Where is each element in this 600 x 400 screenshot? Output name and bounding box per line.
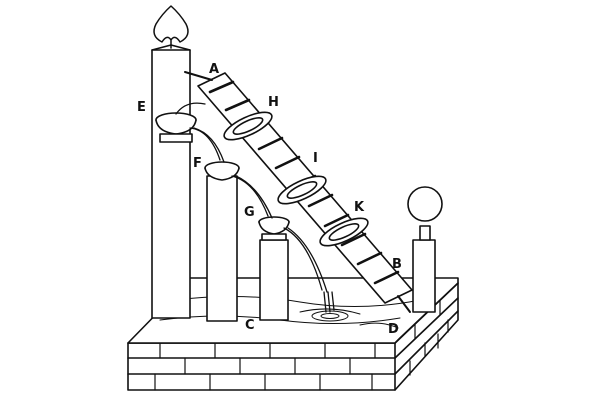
label-a: A — [209, 62, 220, 77]
collar-i — [277, 175, 327, 205]
water-spouts — [175, 102, 335, 313]
right-post-sphere — [407, 186, 443, 313]
label-d: D — [388, 322, 399, 337]
pillar-g — [258, 216, 290, 321]
label-i: I — [313, 151, 318, 166]
pillar-f — [204, 161, 240, 322]
label-k: K — [354, 200, 365, 215]
label-b: B — [392, 257, 402, 272]
label-f: F — [193, 156, 202, 171]
tall-pillar-e — [151, 5, 191, 319]
label-g: G — [244, 205, 255, 220]
collar-h — [223, 111, 273, 141]
label-e: E — [137, 100, 146, 115]
label-c: C — [245, 318, 255, 333]
label-h: H — [268, 95, 279, 110]
bowl-e — [155, 112, 197, 143]
collar-k — [319, 217, 369, 247]
